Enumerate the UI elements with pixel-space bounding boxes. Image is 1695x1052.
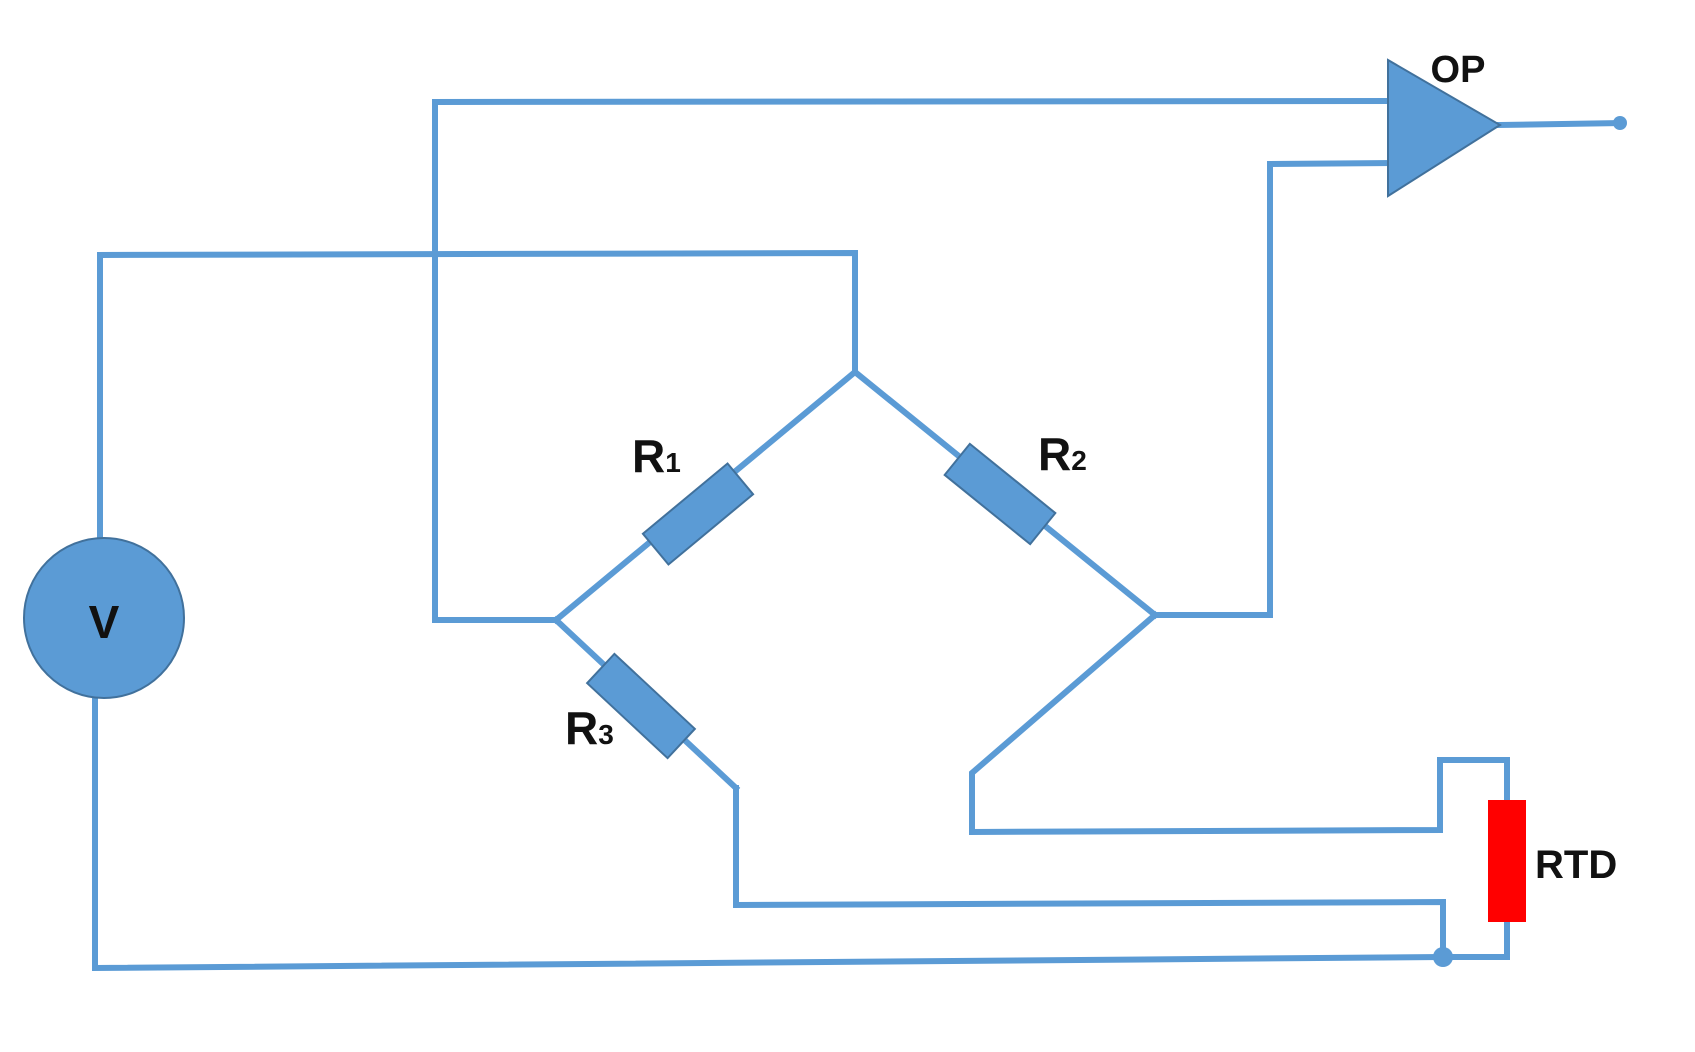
rtd-element [1488, 800, 1526, 922]
r1-label-subscript: 1 [665, 447, 681, 478]
r3-label-subscript: 3 [598, 719, 614, 750]
rtd-label: RTD [1535, 843, 1617, 887]
r2-label-subscript: 2 [1071, 445, 1087, 476]
resistor-r2 [943, 442, 1057, 546]
r3-label-main: R [565, 702, 598, 754]
voltage-source [23, 537, 185, 699]
r2-label: R2 [1038, 428, 1087, 480]
wire-left-node-to-opamp-noninverting [432, 97, 1396, 623]
r3-label: R3 [565, 702, 614, 754]
op-amp-triangle [1387, 58, 1502, 198]
r1-label: R1 [632, 430, 681, 482]
voltage-source-label: V [89, 596, 120, 648]
wire-source-to-top-node [97, 249, 858, 543]
resistor-r1 [641, 462, 755, 566]
wire-opamp-output [1496, 119, 1624, 129]
wire-r3-to-sense-junction [733, 785, 1446, 960]
wire-right-node-to-opamp-inverting [1152, 159, 1396, 618]
r1-label-main: R [632, 430, 665, 482]
junction-dot [1433, 947, 1453, 967]
wires [92, 97, 1624, 972]
wire-right-node-to-rtd-top [969, 610, 1510, 836]
r2-label-main: R [1038, 428, 1071, 480]
op-amp-label: OP [1431, 49, 1486, 91]
resistor-r3 [585, 652, 697, 760]
output-terminal-dot [1613, 116, 1627, 130]
